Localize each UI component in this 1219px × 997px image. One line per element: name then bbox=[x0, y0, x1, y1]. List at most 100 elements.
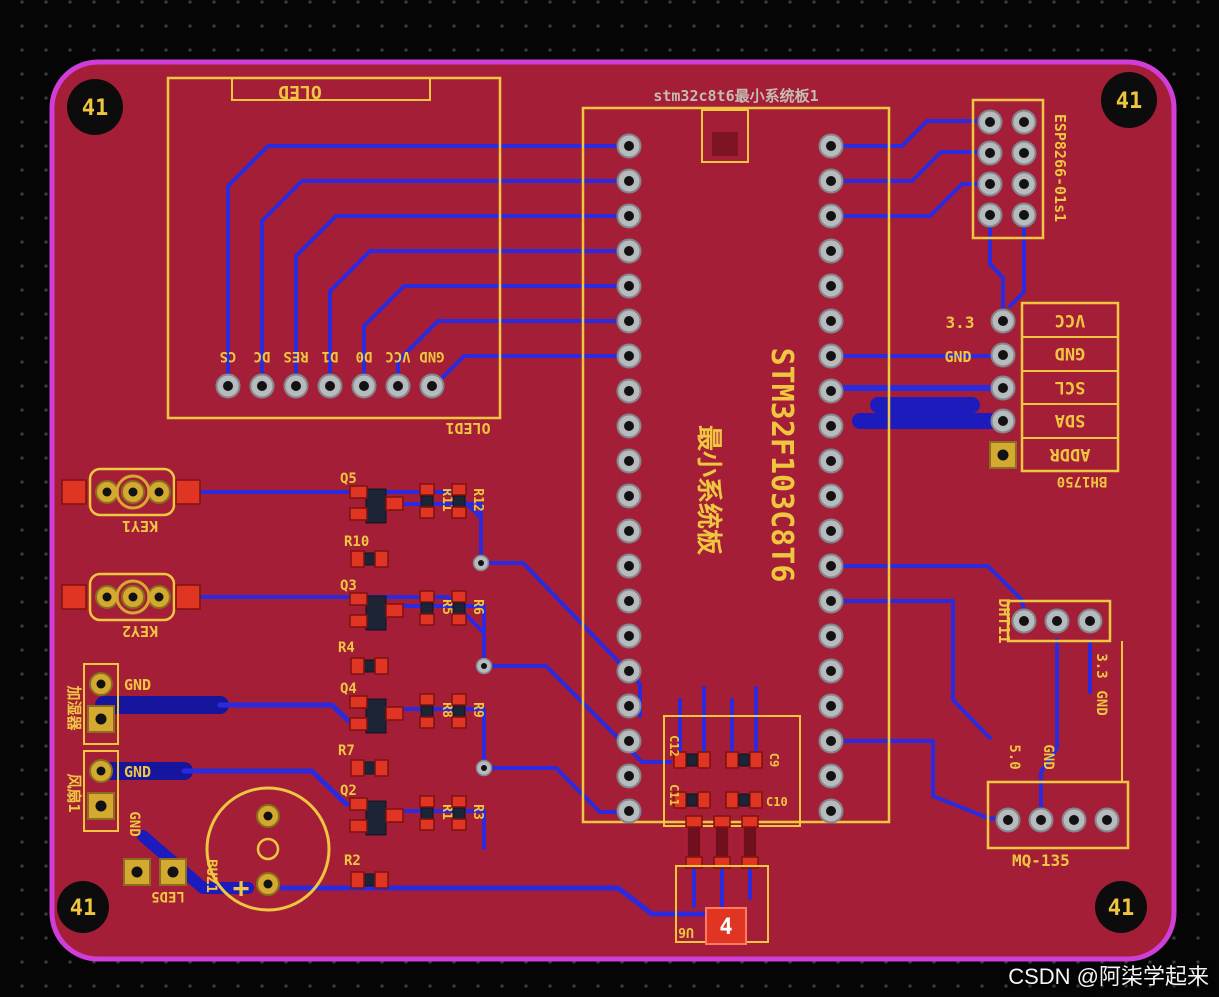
smd-pad[interactable] bbox=[385, 706, 404, 721]
smd-pad[interactable] bbox=[385, 603, 404, 618]
th-pad[interactable] bbox=[818, 168, 844, 194]
smd-pad[interactable] bbox=[350, 871, 365, 889]
buzzer[interactable]: + BUZ1 bbox=[203, 786, 331, 912]
smd-pad[interactable] bbox=[419, 483, 435, 496]
smd-pad[interactable] bbox=[349, 695, 368, 709]
smd-pad[interactable] bbox=[713, 856, 731, 869]
th-pad[interactable] bbox=[818, 763, 844, 789]
smd-pad[interactable] bbox=[451, 693, 467, 706]
smd-pad[interactable] bbox=[451, 506, 467, 519]
th-pad[interactable] bbox=[1011, 109, 1037, 135]
th-pad[interactable] bbox=[616, 553, 642, 579]
th-pad[interactable] bbox=[1044, 608, 1070, 634]
smd-pad[interactable] bbox=[349, 507, 368, 521]
smd-pad[interactable] bbox=[673, 791, 687, 809]
smd-pad[interactable] bbox=[349, 485, 368, 499]
smd-pad[interactable] bbox=[419, 590, 435, 603]
smd-pad[interactable] bbox=[349, 592, 368, 606]
key1[interactable]: KEY1 bbox=[61, 467, 201, 535]
th-pad[interactable] bbox=[616, 378, 642, 404]
smd-pad[interactable] bbox=[741, 856, 759, 869]
th-pad[interactable] bbox=[351, 373, 377, 399]
th-pad[interactable] bbox=[317, 373, 343, 399]
smd-pad[interactable] bbox=[374, 759, 389, 777]
th-pad[interactable] bbox=[616, 518, 642, 544]
q3-cluster[interactable]: Q3 R5 R6 R4 bbox=[338, 578, 485, 675]
gold-pad[interactable] bbox=[89, 672, 113, 696]
smd-pad[interactable] bbox=[451, 716, 467, 729]
u6-component[interactable]: 4 U6 bbox=[675, 865, 769, 945]
th-pad[interactable] bbox=[990, 308, 1016, 334]
smd-pad[interactable] bbox=[175, 479, 201, 505]
smd-pad[interactable] bbox=[685, 815, 703, 828]
th-pad[interactable] bbox=[990, 342, 1016, 368]
key2[interactable]: KEY2 bbox=[61, 572, 201, 640]
th-pad[interactable] bbox=[616, 658, 642, 684]
q2-cluster[interactable]: Q2 R1 R3 R2 bbox=[340, 783, 485, 889]
fan-connector[interactable]: GND 风扇1 bbox=[65, 750, 151, 832]
th-pad[interactable] bbox=[818, 378, 844, 404]
dht11-module[interactable]: DHT11 3.3 GND bbox=[995, 598, 1112, 716]
smd-pad[interactable] bbox=[385, 496, 404, 511]
smd-pad[interactable] bbox=[349, 717, 368, 731]
gold-pad[interactable] bbox=[121, 585, 145, 609]
th-pad[interactable] bbox=[419, 373, 445, 399]
th-pad[interactable] bbox=[818, 413, 844, 439]
smd-pad[interactable] bbox=[374, 657, 389, 675]
th-pad[interactable] bbox=[616, 203, 642, 229]
u6-power-pad[interactable] bbox=[705, 907, 747, 945]
th-pad[interactable] bbox=[990, 375, 1016, 401]
gold-pad[interactable] bbox=[95, 480, 119, 504]
gold-pad[interactable] bbox=[147, 480, 171, 504]
via-pad[interactable] bbox=[475, 657, 493, 675]
square-pad[interactable] bbox=[87, 792, 115, 820]
th-pad[interactable] bbox=[977, 171, 1003, 197]
smd-pad[interactable] bbox=[350, 759, 365, 777]
smd-pad[interactable] bbox=[697, 751, 711, 769]
th-pad[interactable] bbox=[1011, 202, 1037, 228]
smd-pad[interactable] bbox=[419, 818, 435, 831]
smd-pad[interactable] bbox=[349, 819, 368, 833]
th-pad[interactable] bbox=[283, 373, 309, 399]
oled-module[interactable]: OLED CS DC RES D1 D0 VCC GND OLED1 bbox=[166, 76, 502, 437]
th-pad[interactable] bbox=[818, 133, 844, 159]
th-pad[interactable] bbox=[977, 140, 1003, 166]
th-pad[interactable] bbox=[818, 273, 844, 299]
th-pad[interactable] bbox=[977, 109, 1003, 135]
led5[interactable]: GND LED5 bbox=[123, 811, 187, 904]
square-pad[interactable] bbox=[123, 858, 151, 886]
smd-pad[interactable] bbox=[725, 751, 739, 769]
th-pad[interactable] bbox=[990, 408, 1016, 434]
th-pad[interactable] bbox=[818, 238, 844, 264]
th-pad[interactable] bbox=[818, 343, 844, 369]
th-pad[interactable] bbox=[616, 483, 642, 509]
smd-pad[interactable] bbox=[725, 791, 739, 809]
smd-pad[interactable] bbox=[419, 506, 435, 519]
th-pad[interactable] bbox=[616, 693, 642, 719]
th-pad[interactable] bbox=[616, 133, 642, 159]
smd-pad[interactable] bbox=[175, 584, 201, 610]
th-pad[interactable] bbox=[616, 588, 642, 614]
th-pad[interactable] bbox=[249, 373, 275, 399]
smd-pad[interactable] bbox=[350, 550, 365, 568]
th-pad[interactable] bbox=[616, 728, 642, 754]
th-pad[interactable] bbox=[1011, 608, 1037, 634]
bh1750-module[interactable]: VCC GND SCL SDA ADDR 3.3 GND BH1750 bbox=[944, 301, 1120, 489]
smd-pad[interactable] bbox=[749, 791, 763, 809]
th-pad[interactable] bbox=[616, 168, 642, 194]
th-pad[interactable] bbox=[818, 588, 844, 614]
smd-pad[interactable] bbox=[451, 483, 467, 496]
th-pad[interactable] bbox=[818, 658, 844, 684]
smd-pad[interactable] bbox=[697, 791, 711, 809]
th-pad[interactable] bbox=[818, 483, 844, 509]
gold-pad[interactable] bbox=[256, 804, 280, 828]
th-pad[interactable] bbox=[818, 623, 844, 649]
th-pad[interactable] bbox=[818, 693, 844, 719]
th-pad[interactable] bbox=[616, 798, 642, 824]
th-pad[interactable] bbox=[616, 238, 642, 264]
smd-pad[interactable] bbox=[741, 815, 759, 828]
square-pad[interactable] bbox=[159, 858, 187, 886]
gold-pad[interactable] bbox=[147, 585, 171, 609]
th-pad[interactable] bbox=[616, 308, 642, 334]
smd-pad[interactable] bbox=[419, 716, 435, 729]
